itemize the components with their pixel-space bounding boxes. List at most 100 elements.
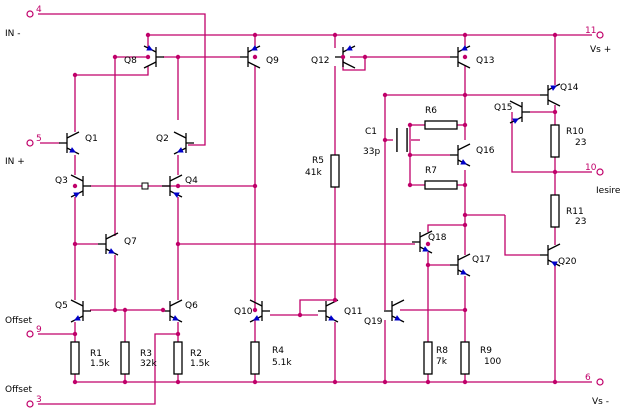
vs-plus-label: Vs + (590, 45, 611, 55)
junction-dot (252, 32, 258, 38)
junction-dot (145, 32, 151, 38)
pin-11[interactable] (596, 31, 604, 39)
junction-dot (72, 331, 78, 337)
label-q5: Q5 (55, 301, 68, 311)
svg-text:1.5k: 1.5k (190, 359, 210, 369)
label-q2: Q2 (156, 134, 169, 144)
label-q17: Q17 (472, 255, 491, 265)
resistor-r8 (423, 341, 433, 375)
junction-dot (407, 122, 413, 128)
pin-5-number: 5 (36, 134, 42, 144)
transistor-q2: Q2 (156, 131, 194, 155)
transistor-q17: Q17 (450, 253, 491, 277)
junction-dot (112, 307, 118, 313)
junction-dot (382, 137, 388, 143)
svg-text:23: 23 (575, 138, 586, 148)
transistor-q20: Q20 (540, 243, 577, 267)
transistor-q6: Q6 (162, 299, 198, 323)
svg-text:R10: R10 (566, 127, 584, 137)
pin-4[interactable] (26, 10, 34, 18)
junction-dot (462, 182, 468, 188)
pin-9[interactable] (26, 330, 34, 338)
capacitor-c1: C1 33p (363, 127, 408, 157)
junction-dot (552, 32, 558, 38)
junction-dot (382, 379, 388, 385)
junction-dot (175, 183, 181, 189)
label-q3: Q3 (55, 176, 68, 186)
pin-10[interactable] (596, 168, 604, 176)
svg-text:R8: R8 (436, 346, 448, 356)
junction-dot (112, 54, 118, 60)
svg-text:1.5k: 1.5k (90, 359, 110, 369)
label-q18: Q18 (428, 233, 447, 243)
junction-dot (72, 183, 78, 189)
pin-3[interactable] (26, 400, 34, 408)
transistor-q10: Q10 (234, 299, 270, 323)
pin-9-number: 9 (36, 325, 42, 335)
label-q10: Q10 (234, 307, 253, 317)
junction-dot (122, 307, 128, 313)
junction-dot (175, 241, 181, 247)
resistor-r5 (330, 154, 340, 188)
output-label: Iesire (596, 186, 621, 196)
resistor-r6 (424, 120, 458, 130)
in-minus-label: IN - (5, 29, 21, 39)
label-q15: Q15 (494, 103, 513, 113)
svg-text:R4: R4 (272, 346, 284, 356)
resistor-r4 (250, 341, 260, 375)
label-q4: Q4 (185, 176, 198, 186)
offset-9-label: Offset (5, 316, 33, 326)
transistor-q16: Q16 (450, 143, 495, 167)
label-q16: Q16 (476, 146, 495, 156)
transistor-q4: Q4 (162, 174, 198, 198)
resistor-r2 (173, 341, 183, 375)
resistor-r7 (424, 180, 458, 190)
svg-text:100: 100 (484, 357, 501, 367)
offset-3-label: Offset (5, 385, 33, 395)
transistor-q9: Q9 (240, 45, 279, 69)
junction-dot (340, 54, 346, 60)
junction-dot (332, 379, 338, 385)
pin-3-number: 3 (36, 395, 42, 405)
svg-text:C1: C1 (365, 127, 377, 137)
svg-text:R7: R7 (425, 166, 437, 176)
label-q1: Q1 (85, 134, 98, 144)
in-plus-label: IN + (5, 157, 25, 167)
junction-dot (407, 152, 413, 158)
junction-dot (332, 297, 338, 303)
label-q14: Q14 (560, 83, 579, 93)
transistor-q1: Q1 (59, 131, 98, 155)
pin-5[interactable] (26, 139, 34, 147)
junction-dot (362, 54, 368, 60)
svg-text:41k: 41k (305, 168, 322, 178)
junction-dot (462, 307, 468, 313)
transistor-q15: Q15 (494, 100, 530, 124)
junction-dot (462, 212, 468, 218)
transistor-q5: Q5 (55, 299, 91, 323)
label-q6: Q6 (185, 301, 198, 311)
junction-dot (252, 54, 258, 60)
transistor-q7: Q7 (98, 232, 137, 256)
junction-dot (160, 307, 166, 313)
svg-text:23: 23 (575, 217, 586, 227)
junction-dot (552, 379, 558, 385)
junctions (72, 32, 558, 385)
junction-dot (72, 72, 78, 78)
pin-6-number: 6 (585, 373, 591, 383)
pin-6[interactable] (596, 378, 604, 386)
svg-text:R3: R3 (140, 349, 152, 359)
junction-dot (462, 222, 468, 228)
resistors: R1 1.5k R3 32k R2 1.5k R4 5.1k R5 41k R6… (70, 106, 586, 375)
transistor-q18: Q18 (412, 230, 447, 254)
label-q20: Q20 (558, 257, 577, 267)
pin-11-number: 11 (585, 26, 596, 36)
resistor-r1 (70, 341, 80, 375)
junction-dot (462, 92, 468, 98)
junction-dot (462, 379, 468, 385)
transistor-q11: Q11 (318, 299, 363, 323)
junction-dot (145, 54, 151, 60)
junction-dot (72, 241, 78, 247)
junction-dot (552, 109, 558, 115)
junction-dot (122, 379, 128, 385)
junction-dot (332, 32, 338, 38)
